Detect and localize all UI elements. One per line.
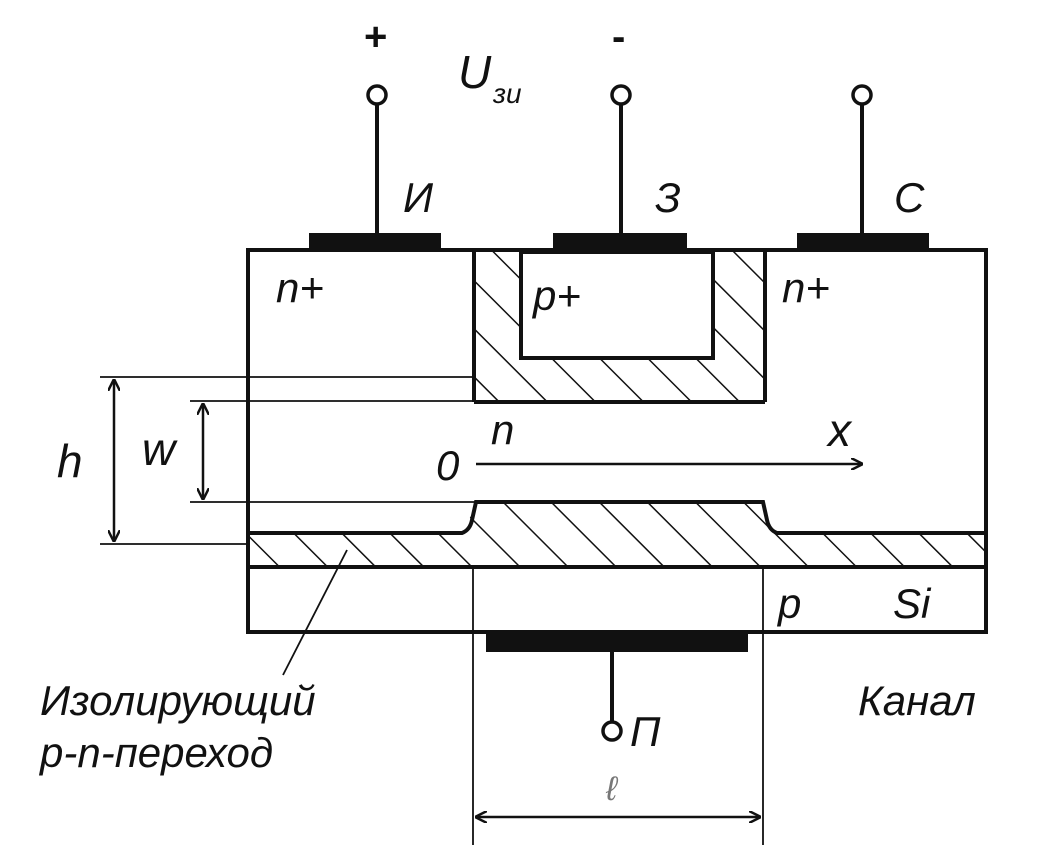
substrate-contact xyxy=(486,632,748,652)
plus-sign: + xyxy=(364,15,387,59)
isolation-junction-region xyxy=(250,502,985,567)
x-axis-label: x xyxy=(826,404,853,456)
gate-contact xyxy=(553,233,687,250)
gate-label: З xyxy=(655,174,681,221)
h-label: h xyxy=(57,435,83,487)
source-contact xyxy=(309,233,441,250)
gate-depletion-region xyxy=(476,252,763,402)
gate-region-label: p+ xyxy=(531,272,581,319)
length-label: ℓ xyxy=(605,770,619,808)
gate-p-plus-region xyxy=(519,250,715,360)
voltage-subscript: зи xyxy=(492,78,522,109)
material-label: Si xyxy=(893,580,932,627)
source-region-label: n+ xyxy=(276,264,324,311)
bottom-depletion-boundary xyxy=(250,500,985,535)
gate-terminal-icon xyxy=(610,84,632,106)
drain-contact xyxy=(797,233,929,250)
substrate-label: П xyxy=(630,708,661,755)
channel-caption: Канал xyxy=(858,677,976,724)
drain-label: С xyxy=(894,174,925,221)
substrate-terminal-icon xyxy=(601,720,623,742)
source-terminal-icon xyxy=(366,84,388,106)
substrate-region-label: p xyxy=(776,580,801,627)
source-label: И xyxy=(403,174,434,221)
origin-label: 0 xyxy=(436,442,460,489)
isolation-caption-line1: Изолирующий xyxy=(40,677,316,724)
minus-sign: - xyxy=(612,15,625,59)
drain-region-label: n+ xyxy=(782,264,830,311)
drain-terminal-icon xyxy=(851,84,873,106)
w-label: w xyxy=(142,423,178,475)
channel-region-label: n xyxy=(491,406,514,453)
isolation-leader-line xyxy=(282,549,348,676)
isolation-caption-line2: p-n-переход xyxy=(38,729,273,776)
voltage-label: U xyxy=(458,46,492,98)
